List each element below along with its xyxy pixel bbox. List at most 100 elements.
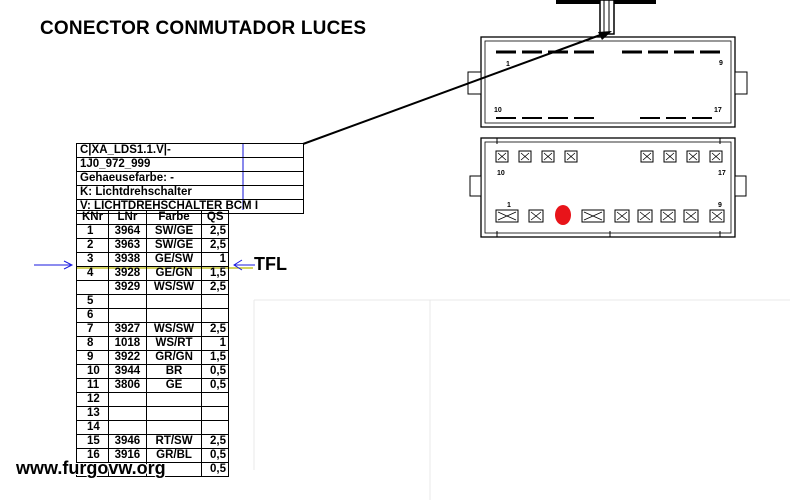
column-header: LNr [108, 210, 147, 225]
cell-knr: 6 [75, 308, 110, 323]
header-row: Gehaeusefarbe: - [76, 171, 304, 186]
pin-socket [709, 150, 723, 163]
pin-socket [528, 209, 544, 223]
cell-knr: 4 [75, 266, 110, 281]
cell-knr: 9 [75, 350, 110, 365]
leader-line [302, 33, 604, 145]
table-row: 0,5 [75, 462, 229, 477]
cell-knr [75, 280, 110, 295]
table-row: 12 [75, 392, 229, 407]
cell-lnr: 3963 [108, 238, 147, 253]
cell-farbe: WS/SW [145, 322, 203, 337]
face-pin-row-lower [495, 209, 725, 223]
cell-qs: 2,5 [201, 280, 229, 295]
cell-qs: 0,5 [201, 378, 229, 393]
cell-knr: 5 [75, 294, 110, 309]
pin-socket [686, 150, 700, 163]
header-cell: Gehaeusefarbe: - [76, 171, 304, 186]
cell-farbe: GR/GN [145, 350, 203, 365]
page-title: CONECTOR CONMUTADOR LUCES [40, 18, 367, 39]
cell-qs: 1 [201, 336, 229, 351]
pin-socket [564, 150, 578, 163]
table-row: 13 [75, 406, 229, 421]
cell-lnr: 3929 [108, 280, 147, 295]
header-cell: C|XA_LDS1.1.V|- [76, 143, 304, 158]
watermark: www.furgovw.org [16, 458, 166, 478]
cell-knr: 1 [75, 224, 110, 239]
cell-qs: 1,5 [201, 266, 229, 281]
header-row: K: Lichtdrehschalter [76, 185, 304, 200]
cell-knr: 10 [75, 364, 110, 379]
highlighted-pin-marker [555, 205, 571, 225]
cell-lnr [108, 406, 147, 421]
table-row: 14 [75, 420, 229, 435]
pin-socket [614, 209, 630, 223]
side-pin-label-9: 9 [719, 60, 723, 67]
cell-qs [201, 308, 229, 323]
pin-socket [683, 209, 699, 223]
cell-farbe: SW/GE [145, 238, 203, 253]
cell-farbe [145, 308, 203, 323]
header-cell: 1J0_972_999 [76, 157, 304, 172]
cell-qs: 0,5 [201, 462, 229, 477]
table-row: 5 [75, 294, 229, 309]
cell-qs [201, 294, 229, 309]
cell-qs [201, 406, 229, 421]
cell-lnr: 3928 [108, 266, 147, 281]
pin-socket [660, 209, 676, 223]
cell-farbe [145, 420, 203, 435]
cell-farbe [145, 462, 203, 477]
header-row: C|XA_LDS1.1.V|- [76, 143, 304, 158]
cell-farbe: GR/BL [145, 448, 203, 463]
side-pin-label-10: 10 [494, 107, 502, 114]
pin-socket [541, 150, 555, 163]
cell-knr: 12 [75, 392, 110, 407]
face-pin-label-10: 10 [497, 170, 505, 177]
pin-socket [581, 209, 605, 223]
background-artefacts [253, 299, 790, 500]
tfl-label: TFL [254, 254, 287, 274]
cell-lnr: 3806 [108, 378, 147, 393]
cell-qs: 2,5 [201, 434, 229, 449]
cell-lnr: 3964 [108, 224, 147, 239]
cell-qs: 1 [201, 252, 229, 267]
header-row: 1J0_972_999 [76, 157, 304, 172]
leader-arrowhead [598, 31, 612, 40]
cell-farbe: SW/GE [145, 224, 203, 239]
cell-qs [201, 420, 229, 435]
cell-farbe: WS/RT [145, 336, 203, 351]
table-row: 6 [75, 308, 229, 323]
cell-knr: 15 [75, 434, 110, 449]
cell-knr [75, 462, 110, 477]
face-pin-label-9: 9 [718, 202, 722, 209]
cell-lnr: 3946 [108, 434, 147, 449]
cell-knr: 7 [75, 322, 110, 337]
pin-socket [640, 150, 654, 163]
cell-lnr [108, 294, 147, 309]
cell-lnr [108, 392, 147, 407]
cell-qs: 2,5 [201, 322, 229, 337]
cell-farbe [145, 392, 203, 407]
cell-lnr: 3916 [108, 448, 147, 463]
cell-farbe [145, 294, 203, 309]
cell-qs: 0,5 [201, 364, 229, 379]
cell-qs: 1,5 [201, 350, 229, 365]
cable-stub [556, 0, 656, 35]
cell-knr: 8 [75, 336, 110, 351]
column-header: QS [201, 210, 229, 225]
cell-knr: 3 [75, 252, 110, 267]
cell-farbe: GE/GN [145, 266, 203, 281]
cell-knr: 11 [75, 378, 110, 393]
cell-farbe: BR [145, 364, 203, 379]
cell-qs: 0,5 [201, 448, 229, 463]
cell-lnr: 3938 [108, 252, 147, 267]
